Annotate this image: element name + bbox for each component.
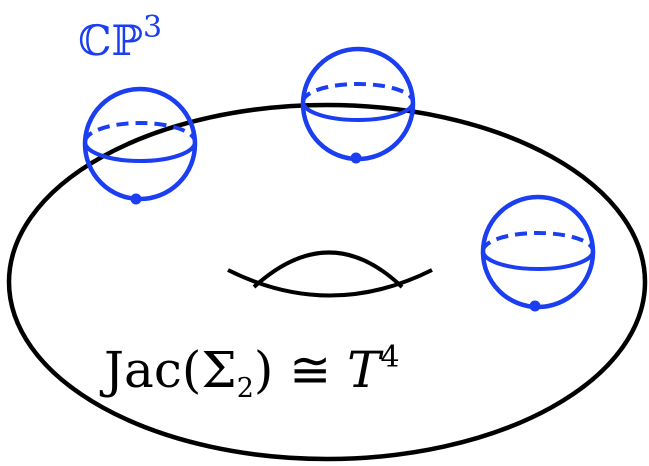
base-label-superscript: 4	[380, 340, 399, 375]
torus-outline	[6, 102, 648, 462]
fiber-sphere-left	[82, 86, 198, 205]
sphere-outline	[480, 194, 596, 310]
torus	[6, 102, 648, 462]
base-label: Jac(Σ2) ≅ T4	[99, 340, 400, 404]
base-label-prefix: Jac(Σ	[99, 341, 237, 399]
fiber-label-superscript: 3	[143, 10, 162, 45]
sphere-equator-front	[83, 141, 197, 163]
sphere-outline	[82, 86, 198, 202]
sphere-equator-back	[301, 82, 415, 103]
torus-hole-lower-curve	[252, 250, 404, 289]
base-label-subscript: 2	[237, 373, 254, 404]
sphere-equator-front	[481, 250, 595, 271]
base-label-variable: T	[347, 341, 384, 399]
sphere-base-point	[529, 300, 541, 312]
sphere-base-point	[350, 152, 362, 164]
sphere-equator-front	[301, 101, 415, 122]
fiber-label: ℂℙ3	[78, 10, 162, 65]
sphere-equator-back	[83, 121, 197, 143]
sphere-equator-back	[481, 231, 595, 252]
sphere-base-point	[130, 193, 142, 205]
fiber-sphere-right	[480, 194, 596, 312]
torus-hole-upper-curve	[227, 268, 433, 298]
fiber-sphere-middle	[300, 46, 416, 164]
fiber-label-base: ℂℙ	[78, 16, 143, 65]
base-label-middle: ) ≅	[254, 341, 347, 399]
